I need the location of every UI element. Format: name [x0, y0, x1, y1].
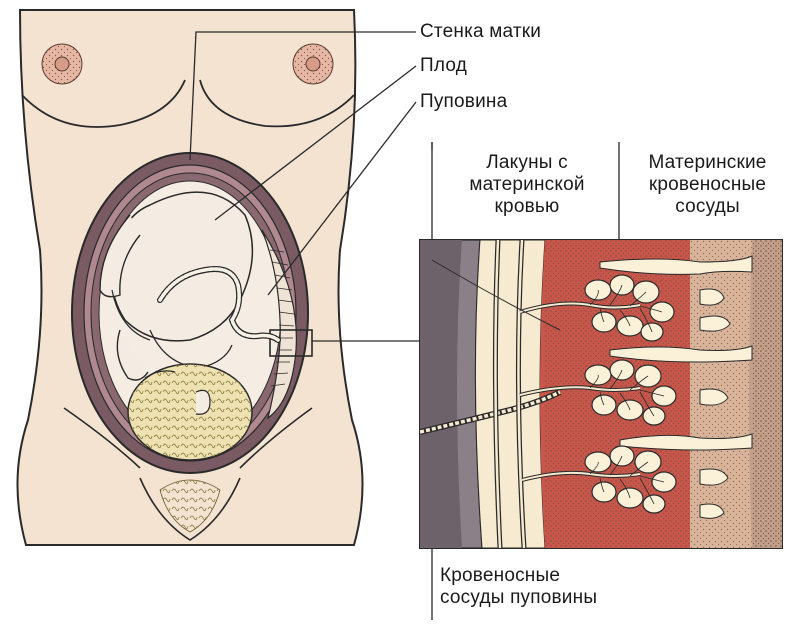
label-maternal-vessels-line: кровеносные — [648, 174, 767, 195]
label-fetus: Плод — [420, 55, 467, 76]
label-lacunae-line: Лакуны с — [486, 152, 568, 173]
label-cord-vessels-line: Кровеносные — [440, 565, 561, 586]
leader-lines — [189, 31, 620, 620]
label-lacunae-line: материнской — [469, 174, 585, 195]
fetus — [99, 191, 254, 461]
label-cord-vessels-line: сосуды пуповины — [440, 587, 598, 608]
label-lacunae-line: кровью — [494, 196, 560, 217]
label-maternal-vessels: Материнские кровеносные сосуды — [620, 152, 795, 218]
label-maternal-vessels-line: Материнские — [648, 152, 767, 173]
placenta-inset — [419, 239, 783, 549]
label-maternal-vessels-line: сосуды — [675, 196, 740, 217]
label-cord-vessels: Кровеносные сосуды пуповины — [440, 565, 597, 609]
label-umbilical-cord: Пуповина — [420, 91, 508, 112]
label-uterine-wall: Стенка матки — [420, 21, 542, 42]
label-lacunae: Лакуны с материнской кровью — [442, 152, 612, 218]
